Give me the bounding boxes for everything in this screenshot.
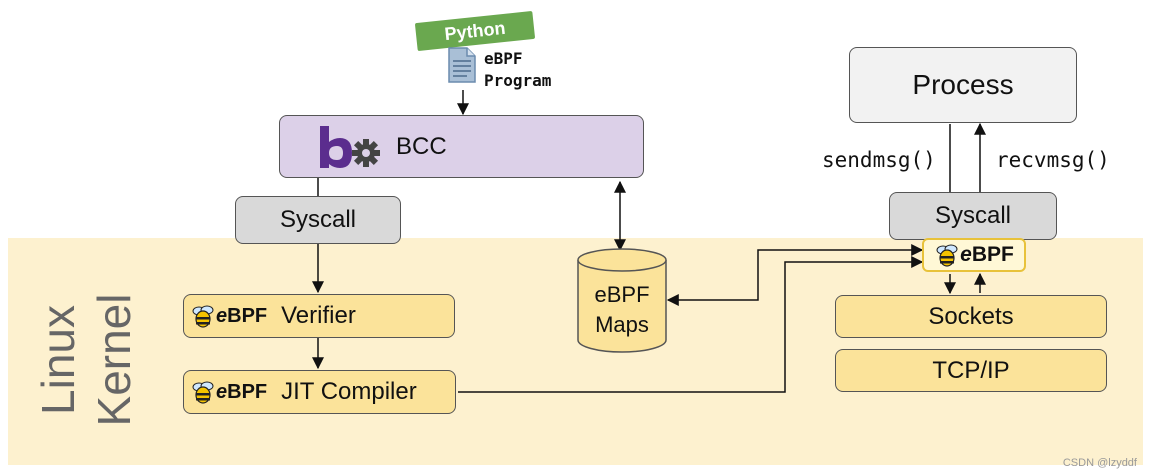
arrow-maps-ebpf xyxy=(666,244,924,306)
sendmsg-label: sendmsg() xyxy=(822,148,936,172)
process-box: Process xyxy=(849,47,1077,123)
program-label-line2: Program xyxy=(484,71,552,90)
sockets-box: Sockets xyxy=(835,295,1107,338)
bee-icon xyxy=(192,305,214,328)
tcpip-box: TCP/IP xyxy=(835,349,1107,392)
ebpf-maps-label: eBPF Maps xyxy=(576,280,668,340)
bee-icon xyxy=(192,381,214,404)
right-syscall-box: Syscall xyxy=(889,192,1057,240)
right-syscall-label: Syscall xyxy=(934,202,1012,229)
ebpf-logo-e: e xyxy=(216,304,228,327)
jit-compiler-label: JIT Compiler xyxy=(281,378,417,405)
ebpf-logo-bpf: BPF xyxy=(227,380,268,403)
sockets-label: Sockets xyxy=(928,302,1014,330)
left-syscall-box: Syscall xyxy=(235,196,401,244)
maps-label-line2: Maps xyxy=(595,312,649,337)
ebpf-logo-e: e xyxy=(960,243,972,266)
tcpip-label: TCP/IP xyxy=(932,356,1010,384)
bcc-box: BCC xyxy=(279,115,644,178)
ebpf-logo-bpf: BPF xyxy=(971,243,1014,266)
bcc-logo-icon xyxy=(320,125,380,168)
maps-label-line1: eBPF xyxy=(594,282,650,307)
bee-icon xyxy=(936,244,958,267)
process-label: Process xyxy=(912,69,1014,100)
bcc-label: BCC xyxy=(396,132,447,160)
program-label-line1: eBPF xyxy=(484,49,523,68)
ebpf-program-label: eBPF Program xyxy=(484,48,551,92)
ebpf-logo-e: e xyxy=(216,380,228,403)
ebpf-logo-bpf: BPF xyxy=(227,304,268,327)
arrow-jit-ebpf xyxy=(458,256,924,393)
recvmsg-label: recvmsg() xyxy=(996,148,1110,172)
watermark: CSDN @lzyddf xyxy=(1062,457,1137,469)
document-icon xyxy=(448,47,476,83)
left-syscall-label: Syscall xyxy=(279,206,357,233)
verifier-label: Verifier xyxy=(281,302,356,329)
ebpf-maps-cylinder xyxy=(577,248,667,353)
